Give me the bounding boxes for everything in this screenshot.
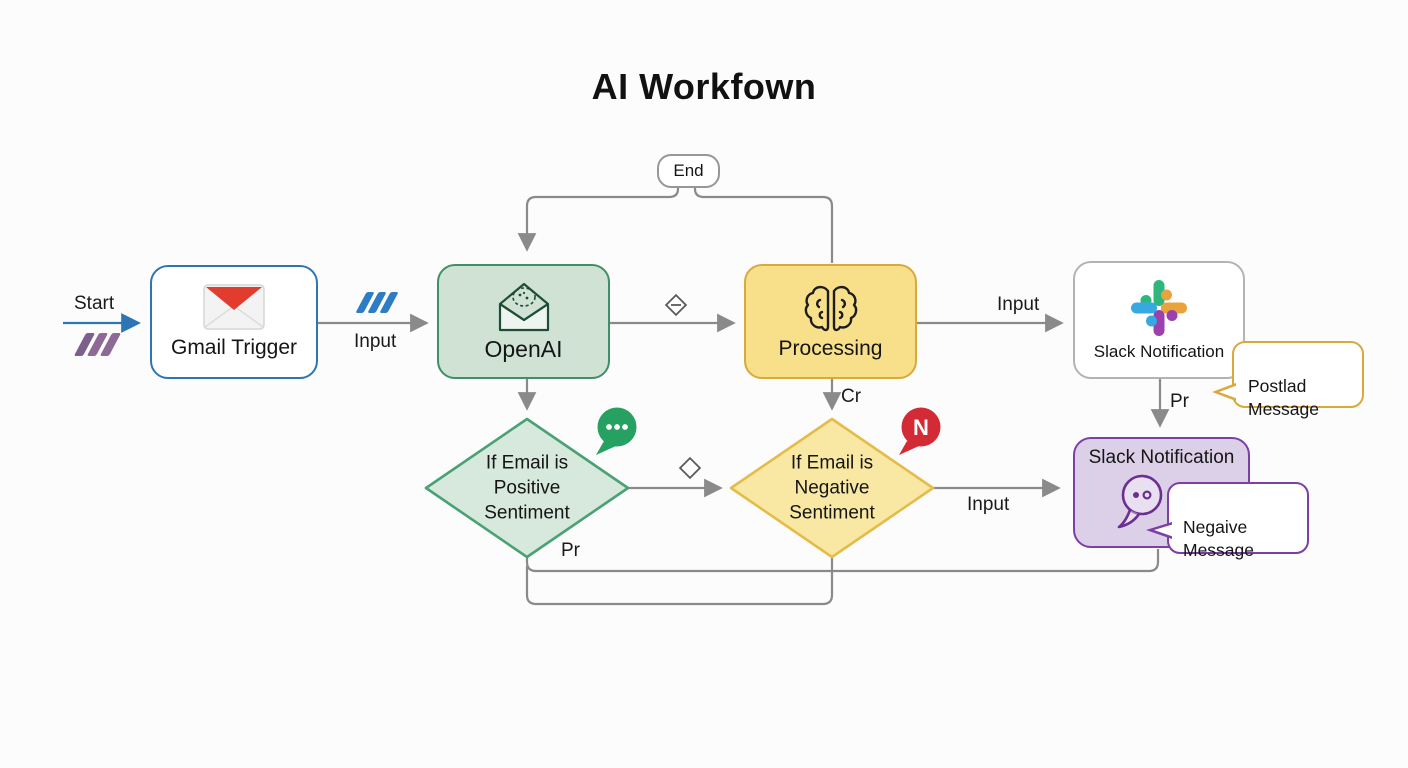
edge-end-openai: [517, 184, 680, 252]
gmail-envelope-icon: [203, 284, 265, 330]
label-input-negative: Input: [967, 494, 1010, 515]
posted-message-label: Postlad Message: [1248, 375, 1320, 420]
page-title: AI Workfown: [591, 66, 817, 107]
decision-positive-label: If Email is Positive Sentiment: [484, 452, 570, 524]
negative-message-label: Negaive Message: [1183, 516, 1255, 561]
chat-bubble-dots-icon: [596, 407, 637, 455]
node-processing[interactable]: Processing: [744, 264, 917, 379]
negative-bubble-tail-fill: [1154, 524, 1174, 537]
annotation-posted-message[interactable]: Postlad Message: [1232, 341, 1364, 419]
negative-badge-letter: N: [913, 415, 929, 440]
processing-label: Processing: [778, 337, 883, 360]
slack-notification-top-label: Slack Notification: [1093, 342, 1225, 361]
slack-logo-icon: [1131, 280, 1187, 336]
chat-bubble-letter-icon: N: [899, 407, 941, 455]
slack-notification-bottom-label: Slack Notification: [1088, 447, 1235, 468]
node-slack-notification-top[interactable]: Slack Notification: [1073, 261, 1245, 379]
node-end[interactable]: End: [657, 154, 720, 188]
edge-positive-slackbottom-return: [525, 548, 1160, 573]
annotation-negative-message[interactable]: Negaive Message: [1167, 482, 1309, 560]
brain-icon: [804, 285, 857, 332]
diamond-connector-icon: [664, 293, 688, 317]
node-gmail-trigger[interactable]: Gmail Trigger: [150, 265, 318, 379]
posted-bubble-tail-fill: [1219, 385, 1238, 399]
label-start: Start: [74, 293, 115, 314]
edge-positive-negative-return: [525, 558, 834, 606]
decision-negative-sentiment[interactable]: [729, 417, 935, 559]
end-label: End: [673, 161, 704, 180]
node-openai[interactable]: OpenAI: [437, 264, 610, 379]
decision-negative-label: If Email is Negative Sentiment: [789, 452, 875, 524]
gmail-trigger-label: Gmail Trigger: [170, 336, 298, 359]
diamond-connector-icon: [678, 456, 702, 480]
label-cr: Cr: [841, 386, 862, 407]
chat-bubble-outline-icon: [1117, 474, 1162, 529]
decision-positive-sentiment[interactable]: [424, 417, 630, 559]
envelope-brain-icon: [498, 282, 549, 332]
edge-end-processing: [693, 184, 834, 263]
label-input-start: Input: [354, 331, 397, 352]
label-input-slack: Input: [997, 294, 1040, 315]
label-pr-positive: Pr: [561, 540, 580, 561]
label-pr-slack: Pr: [1170, 391, 1189, 412]
openai-label: OpenAI: [484, 336, 563, 362]
